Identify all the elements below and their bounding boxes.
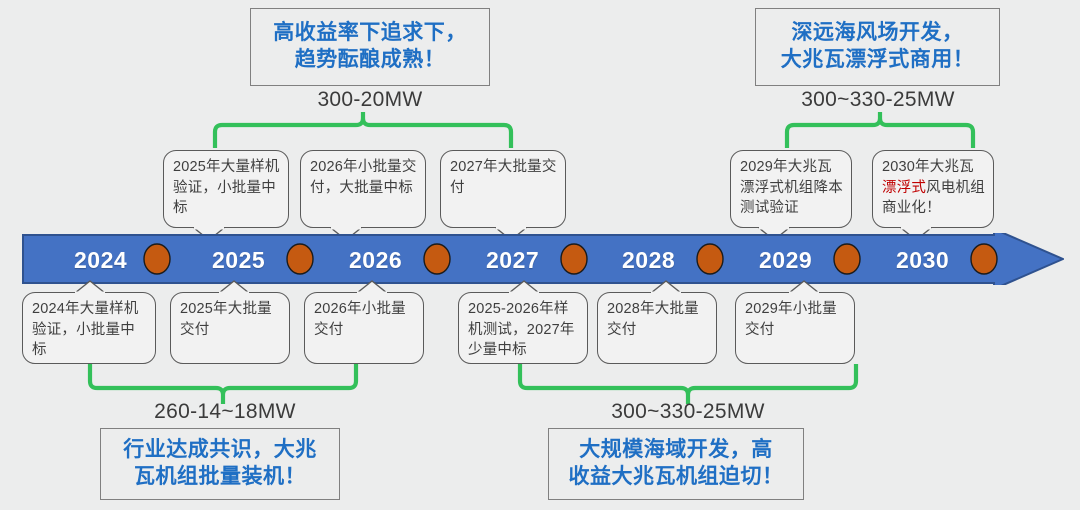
- timeline-year-2028: 2028: [622, 247, 676, 273]
- timeline-year-2029: 2029: [759, 247, 813, 273]
- callout-top-left: 高收益率下追求下， 趋势酝酿成熟！: [250, 8, 490, 86]
- mw-label-bottom-right: 300~330-25MW: [611, 400, 765, 423]
- callout-top-left-line2: 趋势酝酿成熟！: [294, 48, 446, 71]
- timeline-year-2027: 2027: [486, 247, 540, 273]
- bubble-below-2025: 2025年大批量交付: [170, 280, 290, 364]
- bubble-above-2025: 2025年大量样机验证，小批量中标: [163, 150, 289, 241]
- timeline-year-2030: 2030: [896, 247, 950, 273]
- bubble-text: 2026年小批量交付: [314, 301, 406, 338]
- callout-top-right-line1: 深远海风场开发，: [791, 21, 964, 45]
- bracket-bottom-left: [87, 364, 359, 404]
- bracket-bottom-right: [517, 364, 859, 404]
- callout-bottom-left: 行业达成共识，大兆 瓦机组批量装机！: [100, 428, 340, 500]
- bubble-text: 2025-2026年样机测试，2027年少量中标: [468, 301, 575, 359]
- callout-bottom-right-line1: 大规模海域开发，高: [579, 438, 773, 462]
- bubble-text: 2024年大量样机验证，小批量中标: [32, 301, 139, 359]
- bubble-tail: [508, 279, 540, 295]
- bubble-below-2024: 2024年大量样机验证，小批量中标: [22, 280, 156, 364]
- timeline-year-2024: 2024: [74, 247, 128, 273]
- bubble-background: [304, 292, 424, 364]
- timeline-year-2025: 2025: [212, 247, 266, 273]
- bubble-text: 2025年大量样机验证，小批量中标: [173, 159, 280, 217]
- bubble-above-2027: 2027年大批量交付: [440, 150, 566, 241]
- bubble-text: 2029年小批量交付: [745, 301, 837, 338]
- mw-label-top-right: 300~330-25MW: [801, 88, 955, 111]
- bubble-background: [22, 292, 156, 364]
- bubble-below-2029: 2029年小批量交付: [735, 280, 855, 364]
- bubble-background: [170, 292, 290, 364]
- bubble-text: 2027年大批量交付: [450, 159, 557, 196]
- callout-bottom-left-line2: 瓦机组批量装机！: [134, 465, 306, 488]
- bracket-top-right: [784, 112, 976, 148]
- timeline-year-2026: 2026: [349, 247, 403, 273]
- callout-bottom-left-line1: 行业达成共识，大兆: [123, 438, 317, 462]
- bubble-below-2028: 2028年大批量交付: [597, 280, 717, 364]
- bubble-tail: [650, 279, 682, 295]
- bubble-text: 2026年小批量交付，大批量中标: [310, 159, 417, 196]
- bubble-above-2029: 2029年大兆瓦漂浮式机组降本测试验证: [730, 150, 852, 241]
- bubble-text: 2028年大批量交付: [607, 301, 699, 338]
- bubble-tail: [788, 279, 820, 295]
- bracket-top-left: [212, 112, 514, 148]
- callout-top-right-line2: 大兆瓦漂浮式商用！: [780, 48, 975, 71]
- bubble-above-2026: 2026年小批量交付，大批量中标: [300, 150, 426, 241]
- bubble-text-after: 风电机组商业化！: [882, 179, 985, 217]
- bubble-tail: [74, 279, 106, 295]
- bubble-below-2027: 2025-2026年样机测试，2027年少量中标: [458, 280, 588, 364]
- bubble-below-2026: 2026年小批量交付: [304, 280, 424, 364]
- bubble-background: [440, 150, 566, 228]
- bubble-background: [163, 150, 289, 228]
- bubble-text: 2025年大批量交付: [180, 301, 272, 338]
- bubble-text-before: 2030年大兆瓦: [882, 159, 974, 175]
- bubble-background: [872, 150, 994, 228]
- bubble-text: 2029年大兆瓦漂浮式机组降本测试验证: [740, 159, 843, 217]
- bubble-background: [597, 292, 717, 364]
- timeline-arrow: 2024 2025 2026 2027 2028 2029 2030: [22, 233, 1064, 285]
- callout-top-right: 深远海风场开发， 大兆瓦漂浮式商用！: [755, 8, 1000, 86]
- bubble-text-highlight: 漂浮式: [882, 179, 927, 196]
- bubble-background: [730, 150, 852, 228]
- bubble-above-2030: 2030年大兆瓦漂浮式风电机组商业化！: [872, 150, 994, 241]
- callout-bottom-right: 大规模海域开发，高 收益大兆瓦机组迫切！: [548, 428, 804, 500]
- bubble-background: [300, 150, 426, 228]
- callout-top-left-line1: 高收益率下追求下，: [273, 21, 467, 45]
- bubble-tail: [356, 279, 388, 295]
- bubble-tail: [218, 279, 250, 295]
- mw-label-top-left: 300-20MW: [317, 88, 423, 111]
- bubble-text: 2030年大兆瓦漂浮式风电机组商业化！: [872, 150, 994, 228]
- mw-label-bottom-left: 260-14~18MW: [154, 400, 296, 423]
- callout-bottom-right-line2: 收益大兆瓦机组迫切！: [568, 465, 784, 488]
